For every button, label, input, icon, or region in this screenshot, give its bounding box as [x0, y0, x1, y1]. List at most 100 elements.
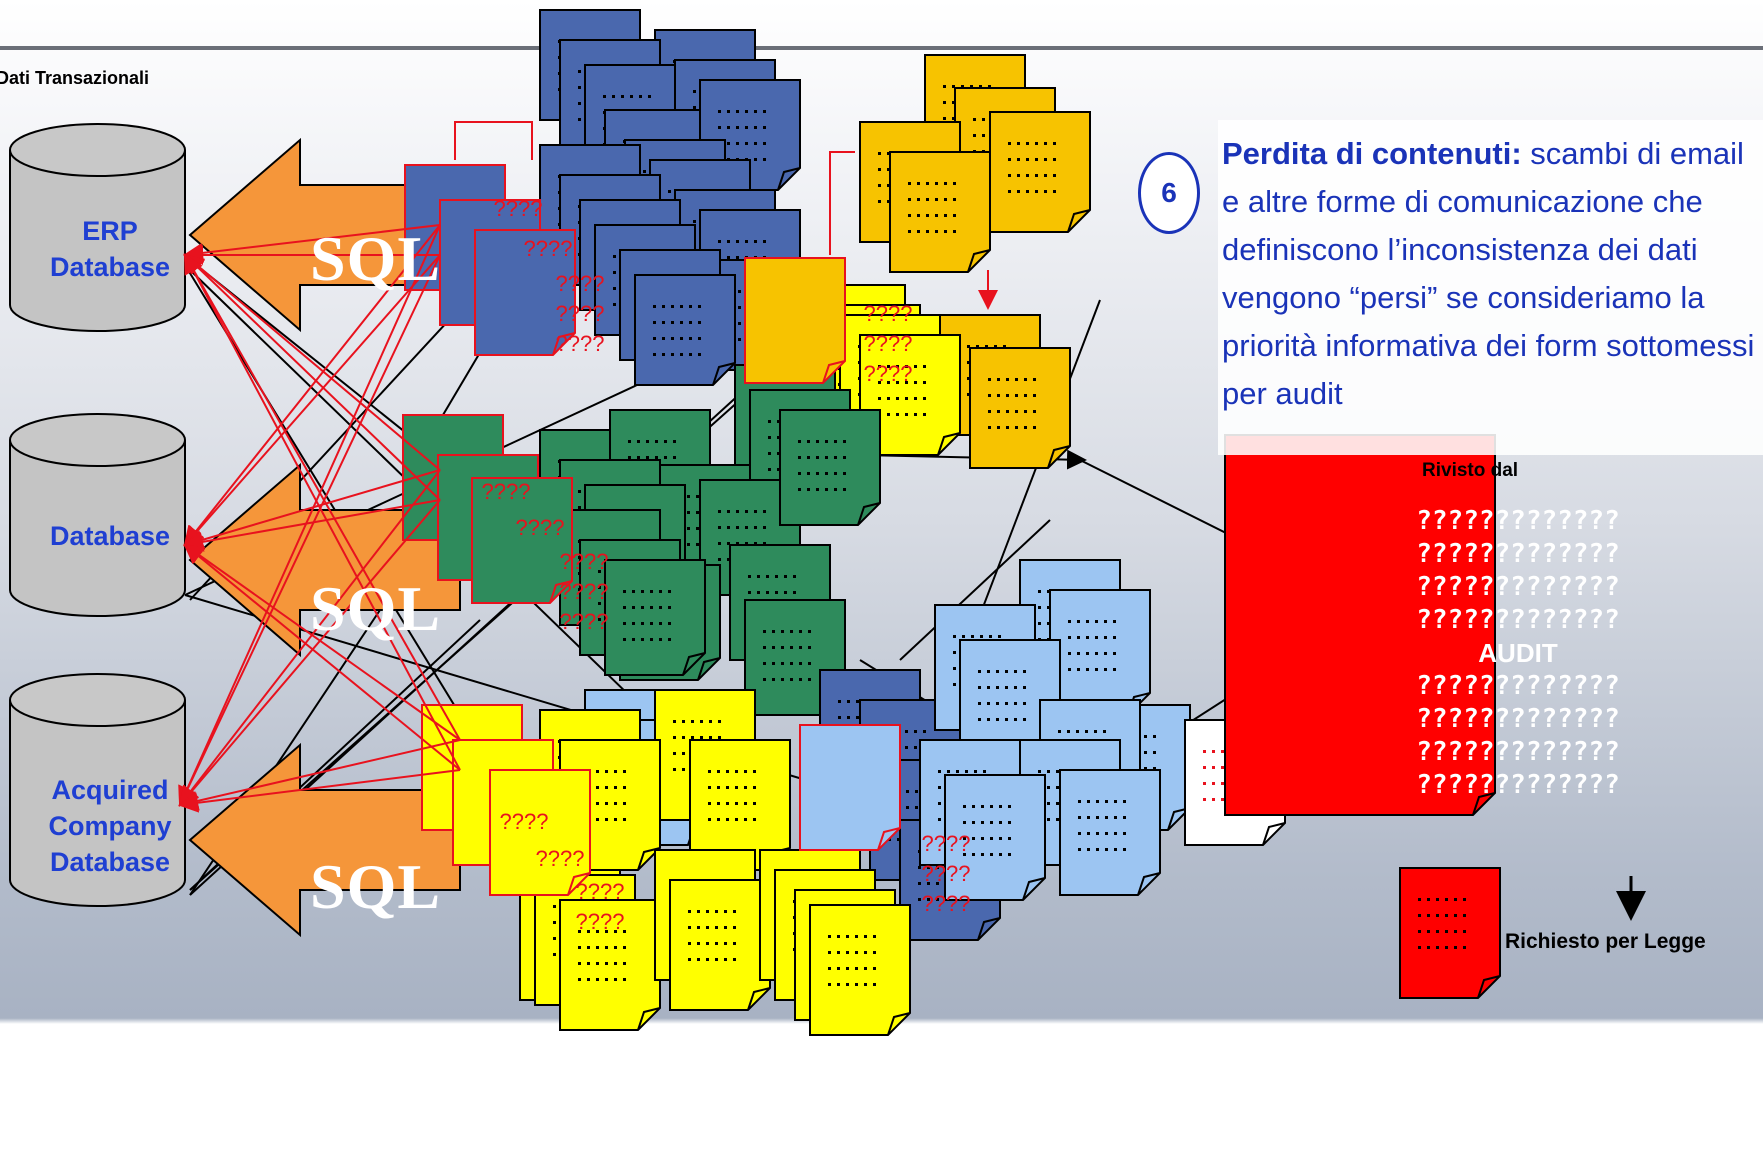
document-dot [923, 730, 926, 733]
document-dot [1077, 636, 1080, 639]
document-dot [708, 818, 711, 821]
document-dot [1427, 898, 1430, 901]
document-dot [736, 510, 739, 513]
document-dot [1427, 914, 1430, 917]
document-dot [972, 821, 975, 824]
document-dot [974, 770, 977, 773]
document-dot [973, 118, 976, 121]
document-dot [972, 805, 975, 808]
document-dot [718, 240, 721, 243]
document-dot [1094, 730, 1097, 733]
document-dot [696, 511, 699, 514]
document-dot [798, 440, 801, 443]
gold-document [969, 347, 1071, 469]
document-dot [1014, 670, 1017, 673]
document-dot [1077, 652, 1080, 655]
sql-arrows [188, 137, 461, 938]
document-dot [596, 818, 599, 821]
document-dot [689, 321, 692, 324]
document-dot [1113, 652, 1116, 655]
document-dot [847, 716, 850, 719]
document-dot [727, 142, 730, 145]
document-dot [744, 786, 747, 789]
document-stacks [402, 9, 1501, 1036]
document-dot [1445, 898, 1448, 901]
document-dot [763, 542, 766, 545]
document-dot [662, 321, 665, 324]
document-dot [691, 720, 694, 723]
document-dot [736, 110, 739, 113]
document-dot [878, 200, 881, 203]
document-dot [605, 930, 608, 933]
document-dot [1008, 190, 1011, 193]
document-dot [887, 168, 890, 171]
document-dot [733, 942, 736, 945]
lightblue-document [1049, 589, 1151, 716]
document-dot [926, 230, 929, 233]
document-dot [1086, 620, 1089, 623]
document-dot [698, 321, 701, 324]
document-dot [724, 942, 727, 945]
document-dot [1047, 622, 1050, 625]
document-dot [1015, 394, 1018, 397]
document-dot [1096, 848, 1099, 851]
document-fold [1047, 445, 1071, 469]
document-dot [793, 575, 796, 578]
document-dot [1123, 816, 1126, 819]
yellow-document [559, 899, 661, 1031]
document-dot [745, 542, 748, 545]
document-dot [777, 452, 780, 455]
document-dot [736, 142, 739, 145]
document-dot [846, 983, 849, 986]
document-dot [998, 635, 1001, 638]
document-dot [1445, 930, 1448, 933]
document-dot [706, 926, 709, 929]
document-dot [873, 967, 876, 970]
document-dot [718, 558, 721, 561]
document-dot [1038, 622, 1041, 625]
document-dot [621, 95, 624, 98]
document-dot [1033, 394, 1036, 397]
document-dot [1005, 702, 1008, 705]
document-dot [798, 472, 801, 475]
document-dot [798, 456, 801, 459]
document-dot [1095, 652, 1098, 655]
document-dot [997, 426, 1000, 429]
document-dot [1047, 786, 1050, 789]
document-dot [1006, 426, 1009, 429]
document-dot [963, 853, 966, 856]
document-dot [996, 702, 999, 705]
document-dot [1144, 751, 1147, 754]
document-dot [1454, 946, 1457, 949]
red-link-line [183, 253, 441, 501]
document-dot [754, 240, 757, 243]
cylinder-body [9, 150, 186, 332]
document-dot [688, 910, 691, 913]
document-dot [745, 240, 748, 243]
document-page [474, 229, 576, 356]
document-dot [671, 321, 674, 324]
document-dot [727, 110, 730, 113]
document-dot [724, 958, 727, 961]
document-dot [843, 472, 846, 475]
document-dot [718, 736, 721, 739]
document-dot [706, 910, 709, 913]
document-dot [578, 506, 581, 509]
document-dot [688, 942, 691, 945]
document-dot [1418, 914, 1421, 917]
document-dot [846, 935, 849, 938]
lightblue-document [944, 774, 1046, 901]
document-dot [981, 805, 984, 808]
document-dot [982, 134, 985, 137]
document-dot [1153, 735, 1156, 738]
document-dot [1123, 848, 1126, 851]
document-dot [917, 182, 920, 185]
document-dot [727, 126, 730, 129]
document-dot [1123, 832, 1126, 835]
document-dot [927, 882, 930, 885]
document-dot [923, 413, 926, 416]
document-dot [1044, 190, 1047, 193]
document-dot [1077, 620, 1080, 623]
document-dot [653, 305, 656, 308]
